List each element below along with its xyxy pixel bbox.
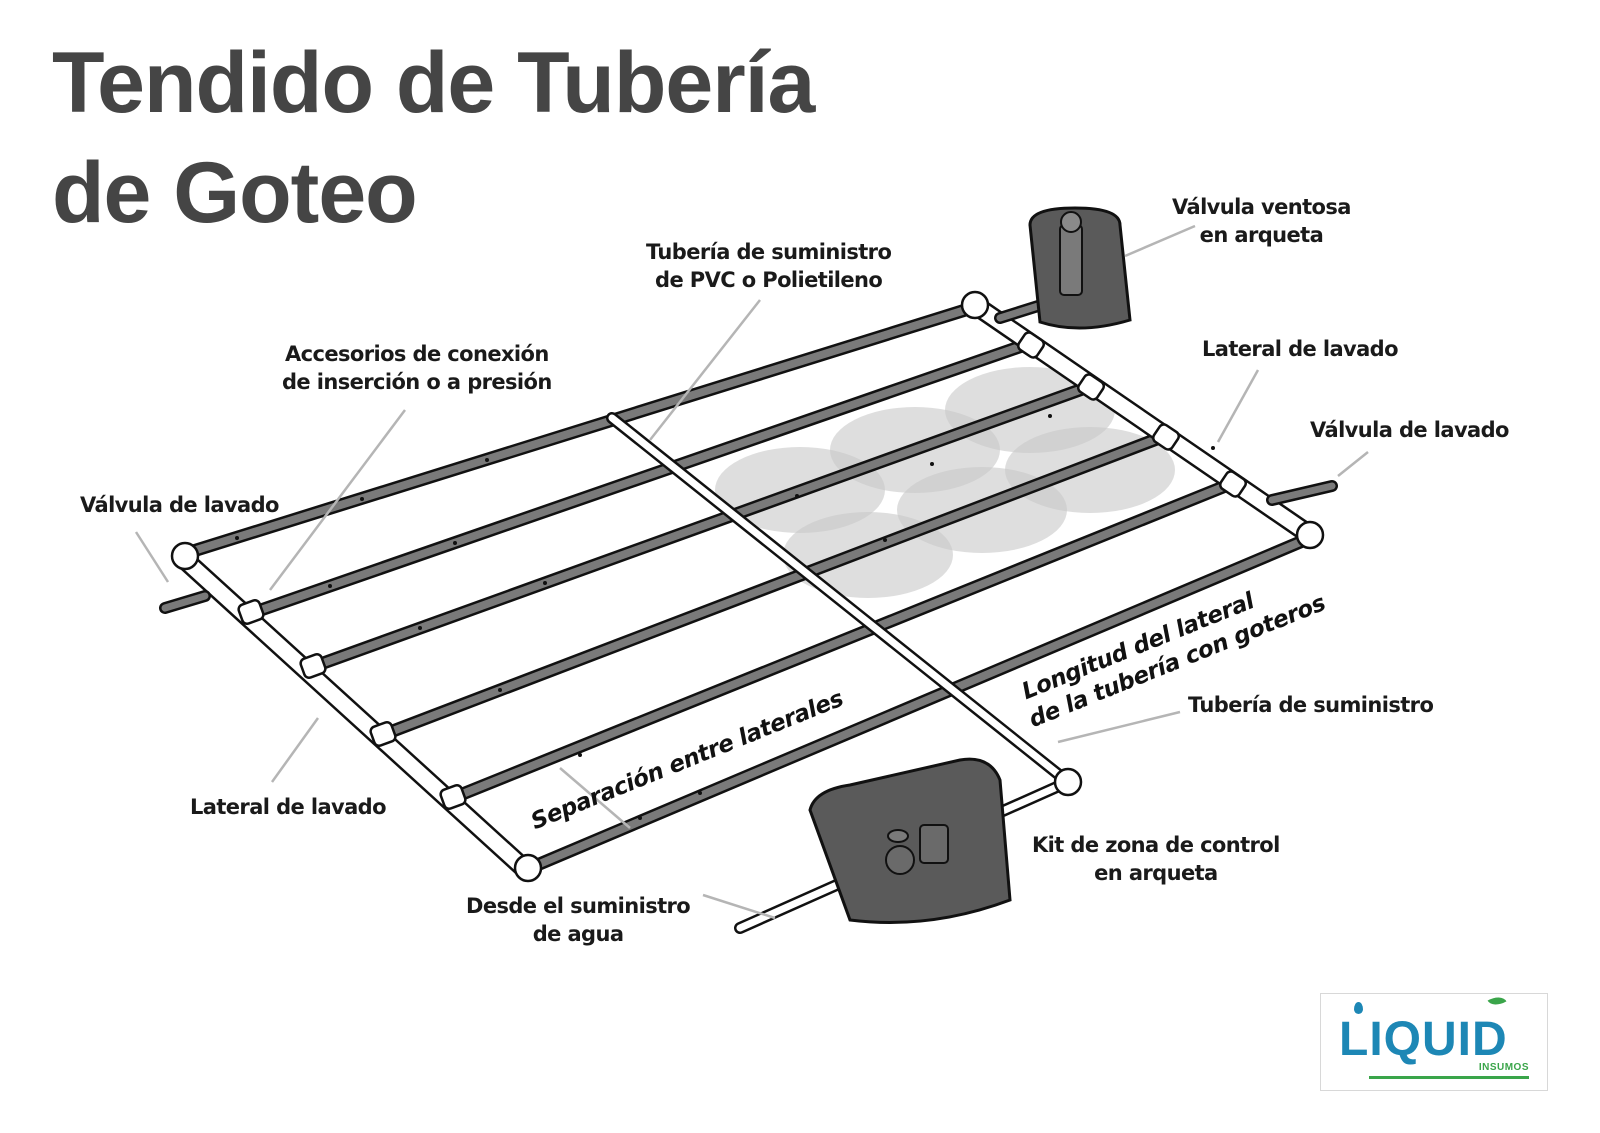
label-line: Desde el suministro	[466, 894, 691, 918]
logo-name: LIQUID	[1339, 1013, 1508, 1066]
leaf-icon	[1487, 992, 1507, 1010]
label-line: Kit de zona de control	[1032, 833, 1280, 857]
label-valvula-lavado-right: Válvula de lavado	[1310, 418, 1509, 442]
flush-lateral-left	[159, 541, 543, 883]
logo-sub: INSUMOS	[1478, 1062, 1529, 1073]
page-title: Tendido de Tubería de Goteo	[52, 28, 815, 248]
label-line: Tubería de suministro	[646, 240, 892, 264]
leader-lines	[134, 224, 1369, 920]
label-valvula-ventosa: Válvula ventosa en arqueta	[1172, 193, 1351, 249]
label-valvula-lavado-left: Válvula de lavado	[80, 493, 279, 517]
label-accesorios: Accesorios de conexión de inserción o a …	[282, 340, 552, 396]
label-line: en arqueta	[1199, 223, 1324, 247]
label-line: Válvula ventosa	[1172, 195, 1351, 219]
drip-laterals	[183, 300, 1312, 875]
label-line: de PVC o Polietileno	[655, 268, 883, 292]
label-line: de agua	[532, 922, 624, 946]
liquid-insumos-logo: LIQUID INSUMOS	[1320, 992, 1548, 1091]
title-line-1: Tendido de Tubería	[52, 35, 815, 131]
water-drop-icon	[1354, 1002, 1363, 1014]
label-tuberia-suministro-pvc: Tubería de suministro de PVC o Polietile…	[646, 238, 892, 294]
title-line-2: de Goteo	[52, 145, 418, 241]
air-valve-box	[1028, 206, 1132, 330]
label-line: de inserción o a presión	[282, 370, 552, 394]
label-tuberia-suministro: Tubería de suministro	[1188, 693, 1434, 717]
label-lateral-lavado-right: Lateral de lavado	[1202, 337, 1399, 361]
emitter-dots	[235, 414, 1215, 820]
label-line: Accesorios de conexión	[285, 342, 549, 366]
flush-valve-left-shape	[159, 590, 211, 614]
supply-pipe-middle	[606, 412, 1074, 788]
control-zone-box	[808, 757, 1012, 924]
label-desde-suministro: Desde el suministro de agua	[466, 892, 691, 948]
logo-underline	[1369, 1076, 1529, 1079]
label-lateral-lavado-left: Lateral de lavado	[190, 795, 387, 819]
label-kit-zona-control: Kit de zona de control en arqueta	[1032, 831, 1280, 887]
label-line: en arqueta	[1094, 861, 1218, 885]
